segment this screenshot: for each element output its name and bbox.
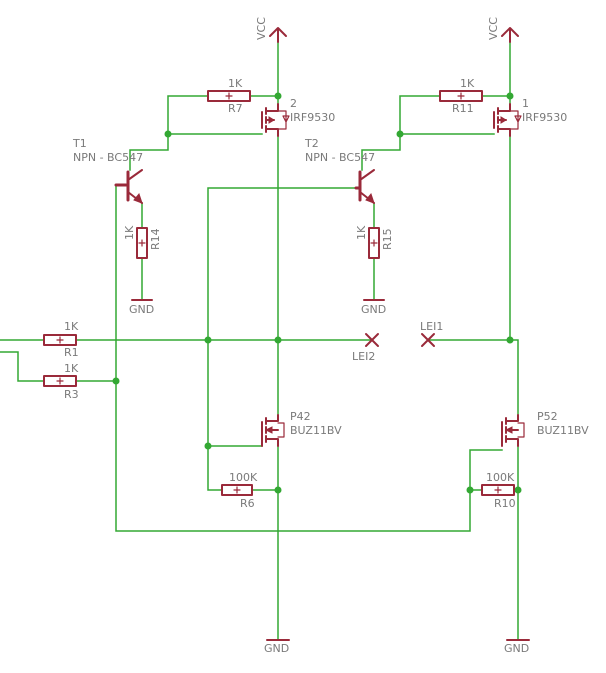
svg-text:R15: R15 [381,228,394,250]
svg-text:IRF9530: IRF9530 [290,111,335,124]
svg-text:2: 2 [290,97,297,110]
gnd-symbol-t2: GND [361,299,386,316]
svg-text:NPN - BC547: NPN - BC547 [73,151,143,164]
svg-text:R1: R1 [64,346,79,359]
resistor-r15: 1K R15 [355,225,394,259]
svg-text:100K: 100K [229,471,258,484]
svg-text:100K: 100K [486,471,515,484]
nmos-p42: P42 BUZ11BV [261,410,342,447]
vcc-symbol-right: VCC [487,17,519,43]
svg-text:T1: T1 [72,137,87,150]
svg-text:1K: 1K [228,77,243,90]
resistor-r1: 1K R1 [43,320,79,359]
svg-text:GND: GND [264,642,289,655]
junctions [112,92,522,494]
svg-text:1K: 1K [355,225,368,240]
resistor-r6: 100K R6 [221,471,258,510]
svg-text:R3: R3 [64,388,79,401]
svg-text:BUZ11BV: BUZ11BV [290,424,342,437]
port-lei1: LEI1 [420,320,443,347]
svg-text:R7: R7 [228,102,243,115]
svg-text:P42: P42 [290,410,311,423]
svg-text:LEI1: LEI1 [420,320,443,333]
npn-t2: T2 NPN - BC547 [304,137,375,204]
resistor-r10: 100K R10 [481,471,516,510]
gnd-symbol-t1: GND [129,299,154,316]
svg-text:R6: R6 [240,497,255,510]
svg-text:1K: 1K [64,320,79,333]
resistor-r11: 1K R11 [439,77,483,115]
svg-text:GND: GND [361,303,386,316]
pmos-q2: 2 IRF9530 [261,97,335,137]
svg-text:R14: R14 [149,228,162,250]
svg-text:VCC: VCC [487,17,500,40]
resistor-r14: 1K R14 [123,225,162,259]
svg-text:BUZ11BV: BUZ11BV [537,424,589,437]
svg-text:R11: R11 [452,102,474,115]
npn-t1: T1 NPN - BC547 [72,137,143,204]
svg-text:1: 1 [522,97,529,110]
gnd-symbol-left: GND [264,639,290,655]
wires [0,39,519,641]
resistor-r3: 1K R3 [43,362,79,401]
svg-text:1K: 1K [123,225,136,240]
pmos-q1: 1 IRF9530 [493,97,567,137]
svg-text:P52: P52 [537,410,558,423]
resistor-r7: 1K R7 [207,77,251,115]
svg-text:GND: GND [504,642,529,655]
svg-text:LEI2: LEI2 [352,350,375,363]
vcc-symbol-left: VCC [255,17,287,43]
svg-text:1K: 1K [460,77,475,90]
svg-text:IRF9530: IRF9530 [522,111,567,124]
svg-text:1K: 1K [64,362,79,375]
port-lei2: LEI2 [352,333,379,363]
svg-text:GND: GND [129,303,154,316]
svg-text:R10: R10 [494,497,516,510]
svg-text:T2: T2 [304,137,319,150]
nmos-p52: P52 BUZ11BV [501,410,589,447]
svg-text:NPN - BC547: NPN - BC547 [305,151,375,164]
gnd-symbol-right: GND [504,639,530,655]
svg-text:VCC: VCC [255,17,268,40]
